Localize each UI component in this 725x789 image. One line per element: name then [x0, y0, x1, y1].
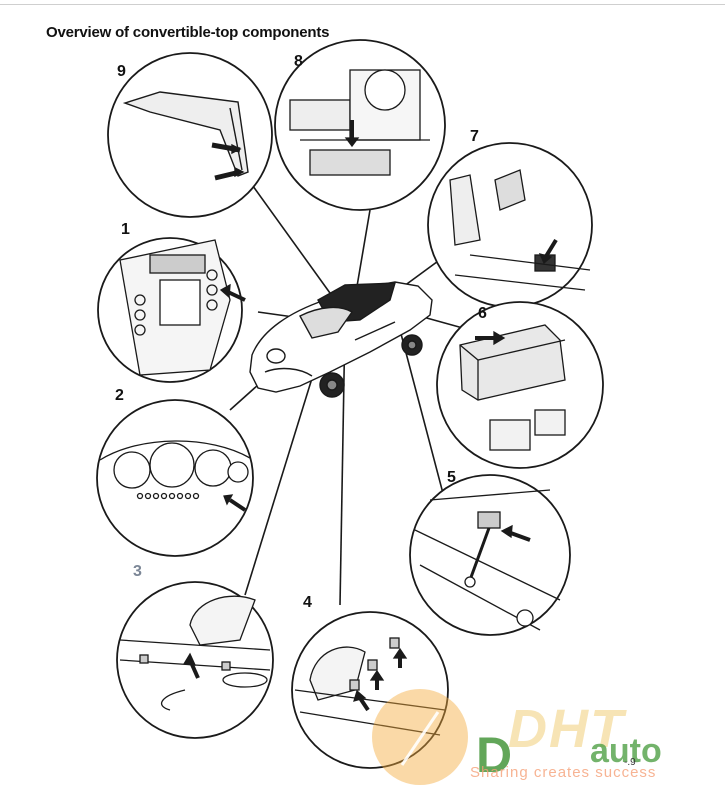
callout-7: 7 — [470, 128, 479, 145]
detail-7-art — [449, 169, 591, 291]
detail-circle-7 — [427, 142, 593, 308]
callout-4: 4 — [303, 594, 312, 611]
callout-5: 5 — [447, 469, 456, 486]
callout-3: 3 — [133, 563, 142, 580]
page-title: Overview of convertible-top components — [46, 24, 330, 41]
callout-6: 6 — [478, 305, 487, 322]
detail-1-art — [119, 239, 246, 376]
callout-9: 9 — [117, 63, 126, 80]
leader-line-9 — [244, 174, 336, 301]
detail-4-art — [294, 637, 446, 736]
top-rule — [0, 0, 725, 5]
detail-5-art — [414, 489, 561, 631]
detail-3-art — [119, 595, 271, 711]
detail-circle-9 — [107, 52, 273, 218]
leader-line-8 — [354, 209, 371, 299]
leader-line-5 — [399, 329, 451, 521]
callout-1: 1 — [121, 221, 130, 238]
watermark-tagline: Sharing creates success — [470, 764, 657, 781]
page-reference: -.9 — [624, 757, 636, 768]
detail-circle-5 — [409, 474, 571, 636]
watermark-logo-d: D — [476, 727, 513, 783]
detail-8-art — [289, 69, 430, 176]
callout-8: 8 — [294, 53, 303, 70]
car-illustration — [249, 281, 433, 398]
callout-2: 2 — [115, 387, 124, 404]
detail-6-art — [459, 324, 566, 451]
detail-9-art — [122, 91, 249, 181]
leader-line-4 — [339, 319, 346, 606]
watermark-stroke — [400, 711, 440, 766]
watermark-brand: DHT — [508, 699, 625, 759]
detail-2-art — [99, 440, 251, 512]
watermark-logo-auto: auto — [590, 732, 662, 770]
